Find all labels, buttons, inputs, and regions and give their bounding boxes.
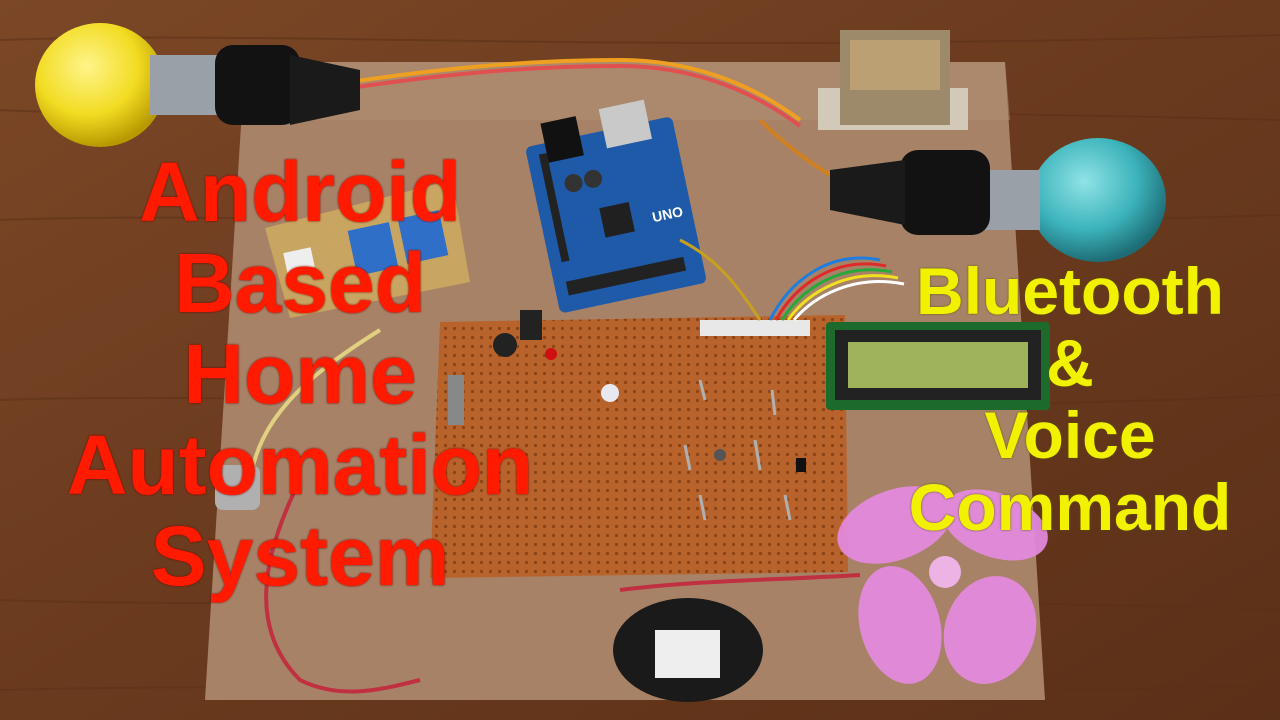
fan-regulator xyxy=(215,465,260,510)
ribbon-wires xyxy=(679,238,905,321)
transformer xyxy=(818,30,968,130)
lcd-display xyxy=(826,322,1050,410)
blue-bulb xyxy=(830,138,1166,262)
title-right-line: Voice xyxy=(984,398,1156,472)
overlay-title-left: Android Based Home Automation System xyxy=(0,150,600,605)
perfboard xyxy=(430,310,848,578)
title-right-line: & xyxy=(1046,326,1094,400)
title-left-line: System xyxy=(150,509,450,603)
buzzer-speaker xyxy=(613,598,763,702)
title-right-line: Command xyxy=(908,470,1232,544)
arduino-label: UNO xyxy=(651,203,685,225)
title-left-line: Android xyxy=(139,145,461,239)
mains-wires xyxy=(248,57,861,694)
title-left-line: Based xyxy=(173,236,427,330)
title-right-line: Bluetooth xyxy=(916,254,1224,328)
relay-module xyxy=(265,180,470,318)
pink-fan xyxy=(837,486,1048,684)
yellow-bulb xyxy=(35,23,360,147)
title-left-line: Home xyxy=(183,327,417,421)
overlay-title-right: Bluetooth & Voice Command xyxy=(860,258,1280,546)
arduino-uno-board: UNO xyxy=(526,99,706,313)
title-left-line: Automation xyxy=(66,418,534,512)
